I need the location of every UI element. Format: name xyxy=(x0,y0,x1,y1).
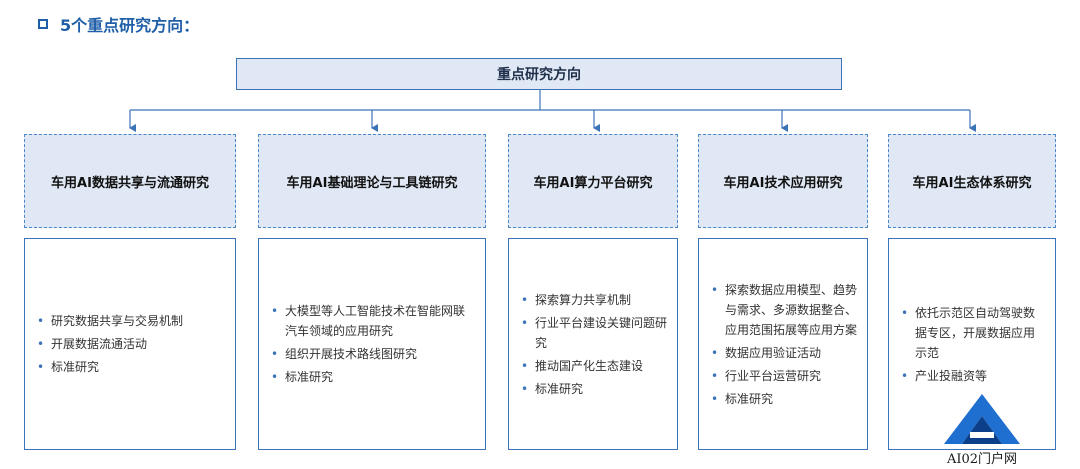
ai-logo-icon xyxy=(944,394,1020,444)
list-item: 行业平台建设关键问题研究 xyxy=(521,313,667,353)
list-item: 探索数据应用模型、趋势与需求、多源数据整合、应用范围拓展等应用方案 xyxy=(711,280,859,340)
watermark-logo: AI02门户网 xyxy=(934,392,1030,469)
category-box-compute: 车用AI算力平台研究 xyxy=(508,134,678,228)
list-item: 大模型等人工智能技术在智能网联汽车领域的应用研究 xyxy=(271,301,475,341)
category-box-foundation: 车用AI基础理论与工具链研究 xyxy=(258,134,486,228)
detail-box-foundation: 大模型等人工智能技术在智能网联汽车领域的应用研究 组织开展技术路线图研究 标准研… xyxy=(258,238,486,450)
detail-box-application: 探索数据应用模型、趋势与需求、多源数据整合、应用范围拓展等应用方案 数据应用验证… xyxy=(698,238,868,450)
section-heading-text: 5个重点研究方向： xyxy=(60,16,200,35)
category-box-ecosystem: 车用AI生态体系研究 xyxy=(888,134,1056,228)
detail-box-compute: 探索算力共享机制 行业平台建设关键问题研究 推动国产化生态建设 标准研究 xyxy=(508,238,678,450)
section-heading: 5个重点研究方向： xyxy=(38,12,199,36)
list-item: 开展数据流通活动 xyxy=(37,334,225,354)
category-box-application: 车用AI技术应用研究 xyxy=(698,134,868,228)
list-item: 标准研究 xyxy=(271,367,475,387)
list-item: 行业平台运营研究 xyxy=(711,366,859,386)
list-item: 组织开展技术路线图研究 xyxy=(271,344,475,364)
watermark-text: AI02门户网 xyxy=(946,452,1018,467)
list-item: 探索算力共享机制 xyxy=(521,290,667,310)
list-item: 标准研究 xyxy=(37,357,225,377)
list-item: 标准研究 xyxy=(711,389,859,409)
list-item: 依托示范区自动驾驶数据专区，开展数据应用示范 xyxy=(901,303,1045,363)
category-title: 车用AI数据共享与流通研究 xyxy=(51,175,209,191)
root-node-label: 重点研究方向 xyxy=(497,67,581,83)
category-title: 车用AI技术应用研究 xyxy=(723,175,843,191)
category-title: 车用AI基础理论与工具链研究 xyxy=(286,175,458,191)
list-item: 产业投融资等 xyxy=(901,366,1045,386)
list-item: 标准研究 xyxy=(521,379,667,399)
list-item: 数据应用验证活动 xyxy=(711,343,859,363)
square-bullet-icon xyxy=(38,19,48,29)
category-title: 车用AI生态体系研究 xyxy=(912,175,1032,191)
category-title: 车用AI算力平台研究 xyxy=(533,175,653,191)
root-node: 重点研究方向 xyxy=(236,58,842,90)
detail-box-data-sharing: 研究数据共享与交易机制 开展数据流通活动 标准研究 xyxy=(24,238,236,450)
list-item: 推动国产化生态建设 xyxy=(521,356,667,376)
list-item: 研究数据共享与交易机制 xyxy=(37,311,225,331)
category-box-data-sharing: 车用AI数据共享与流通研究 xyxy=(24,134,236,228)
